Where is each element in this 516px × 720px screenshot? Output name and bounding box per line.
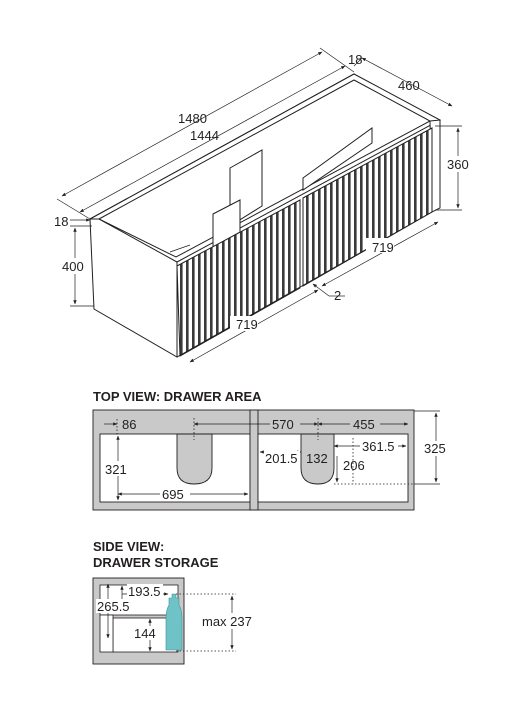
dim-drawer-height: 360 <box>447 157 469 172</box>
top-view-heading: TOP VIEW: DRAWER AREA <box>93 389 262 404</box>
bottle-icon <box>165 593 183 651</box>
dim-left-drawer: 719 <box>236 317 258 332</box>
dim-right-drawer: 719 <box>372 240 394 255</box>
side-view-heading-2: DRAWER STORAGE <box>93 555 219 570</box>
dim-lower-height: 144 <box>134 626 156 641</box>
dim-plumb-offset: 570 <box>272 417 294 432</box>
dim-inner-width: 1444 <box>190 128 219 143</box>
dim-left-width: 695 <box>162 487 184 502</box>
dim-left-segment: 201.5 <box>265 451 298 466</box>
dim-depth: 460 <box>398 78 420 93</box>
dim-total-height: 265.5 <box>97 599 130 614</box>
dim-max-height: max 237 <box>202 614 252 629</box>
dim-gap: 2 <box>334 288 341 303</box>
side-view: SIDE VIEW: DRAWER STORAGE 193.5 265.5 14… <box>92 539 259 665</box>
left-plumbing-cutout <box>176 433 213 485</box>
dim-top-thickness: 18 <box>348 52 362 67</box>
dim-right-segment: 361.5 <box>362 439 395 454</box>
isometric-view: 1480 1444 18 460 360 18 400 719 2 <box>54 47 472 363</box>
inner-tray-edge <box>169 244 191 253</box>
side-view-heading-1: SIDE VIEW: <box>93 539 164 554</box>
right-plumbing-cutout <box>300 433 335 485</box>
top-view: TOP VIEW: DRAWER AREA 86 570 455 325 <box>92 389 450 511</box>
dim-side-thickness: 18 <box>54 214 68 229</box>
dim-left-offset: 86 <box>122 417 136 432</box>
dim-left-depth: 321 <box>105 462 127 477</box>
dim-cutout-depth: 206 <box>343 458 365 473</box>
dim-total-depth: 325 <box>424 441 446 456</box>
dim-overall-width: 1480 <box>178 111 207 126</box>
dim-upper-depth: 193.5 <box>128 584 161 599</box>
dim-cutout-width: 132 <box>306 451 328 466</box>
dim-height: 400 <box>62 259 84 274</box>
dim-right-section: 455 <box>353 417 375 432</box>
